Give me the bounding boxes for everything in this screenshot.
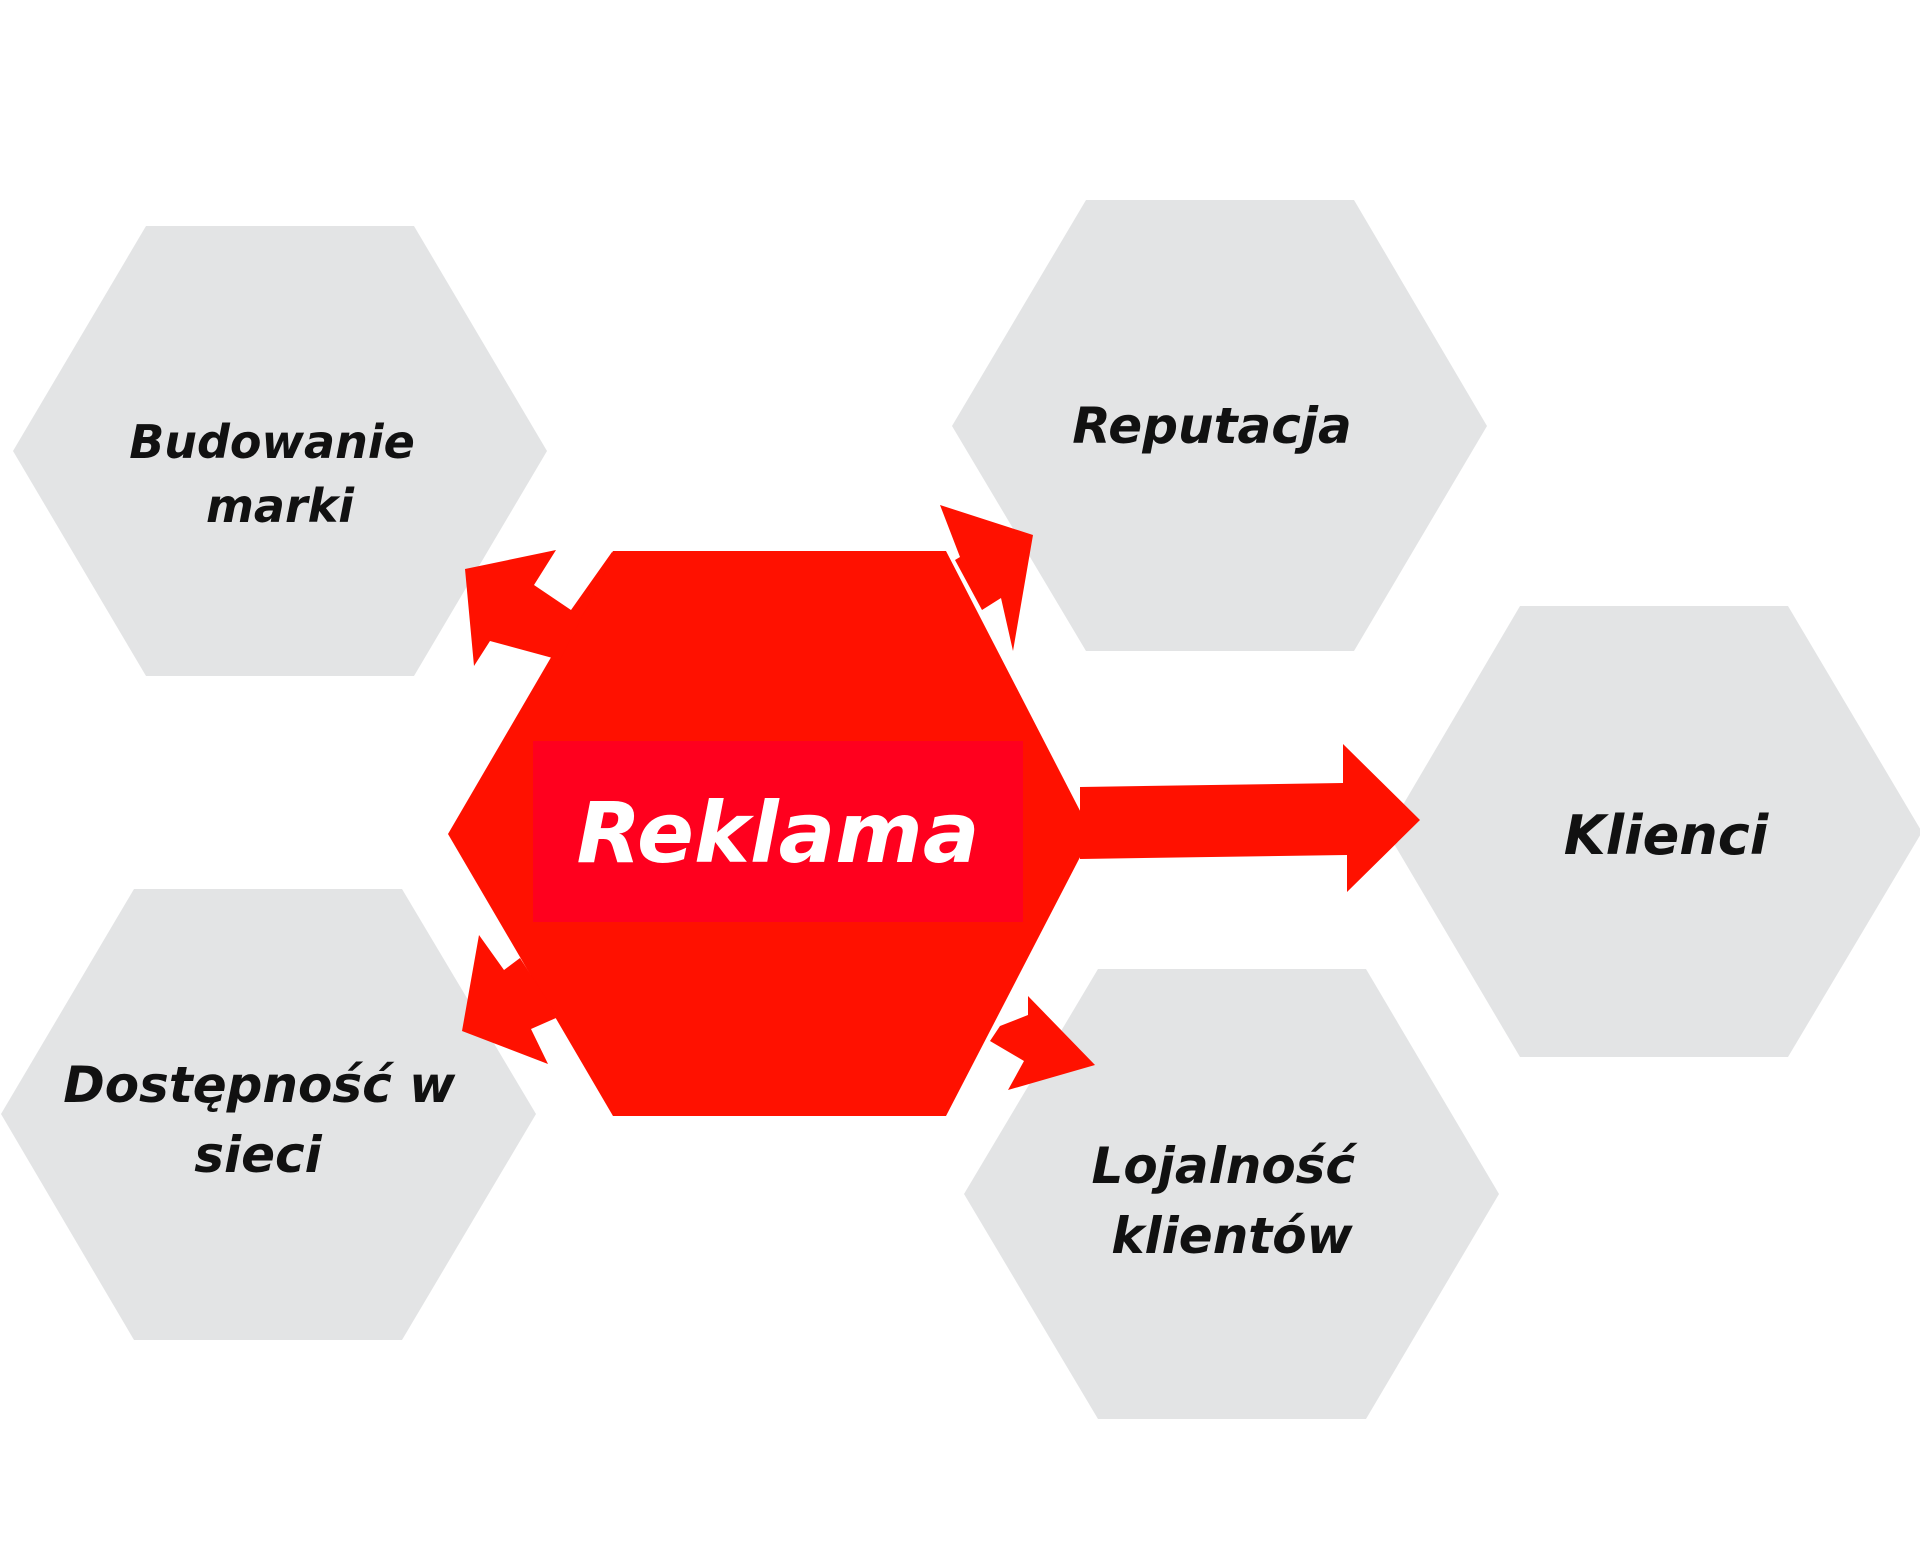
label-budowanie-marki-line-2: marki bbox=[206, 479, 355, 533]
label-lojalnosc-klientow: Lojalność klientów bbox=[1092, 1137, 1373, 1265]
label-reputacja-line-1: Reputacja bbox=[1072, 397, 1351, 455]
arrow-to-dostepnosc-w-sieci bbox=[462, 935, 560, 1064]
label-dostepnosc-w-sieci: Dostępność w sieci bbox=[63, 1056, 473, 1184]
center-label: Reklama bbox=[576, 784, 979, 882]
label-budowanie-marki: Budowanie marki bbox=[129, 415, 431, 533]
label-budowanie-marki-line-1: Budowanie bbox=[129, 415, 415, 469]
arrow-to-klienci bbox=[1080, 744, 1420, 892]
label-reputacja: Reputacja bbox=[1072, 397, 1351, 455]
hexagon-reputacja bbox=[952, 200, 1487, 651]
arrow-to-reputacja bbox=[940, 505, 1033, 651]
hexagon-klienci bbox=[1387, 606, 1920, 1057]
label-dostepnosc-w-sieci-line-2: sieci bbox=[194, 1126, 322, 1184]
label-lojalnosc-klientow-line-2: klientów bbox=[1111, 1207, 1353, 1265]
hexagon-dostepnosc-w-sieci bbox=[1, 889, 536, 1340]
arrow-to-budowanie-marki bbox=[465, 550, 613, 666]
hexagon-lojalnosc-klientow bbox=[964, 969, 1499, 1419]
center-label-background bbox=[533, 741, 1023, 922]
label-dostepnosc-w-sieci-line-1: Dostępność w bbox=[63, 1056, 456, 1114]
hexagon-budowanie-marki bbox=[13, 226, 547, 676]
label-klienci: Klienci bbox=[1564, 804, 1770, 867]
label-klienci-line-1: Klienci bbox=[1564, 804, 1770, 867]
arrow-to-lojalnosc-klientow bbox=[990, 996, 1095, 1090]
label-lojalnosc-klientow-line-1: Lojalność bbox=[1092, 1137, 1359, 1195]
